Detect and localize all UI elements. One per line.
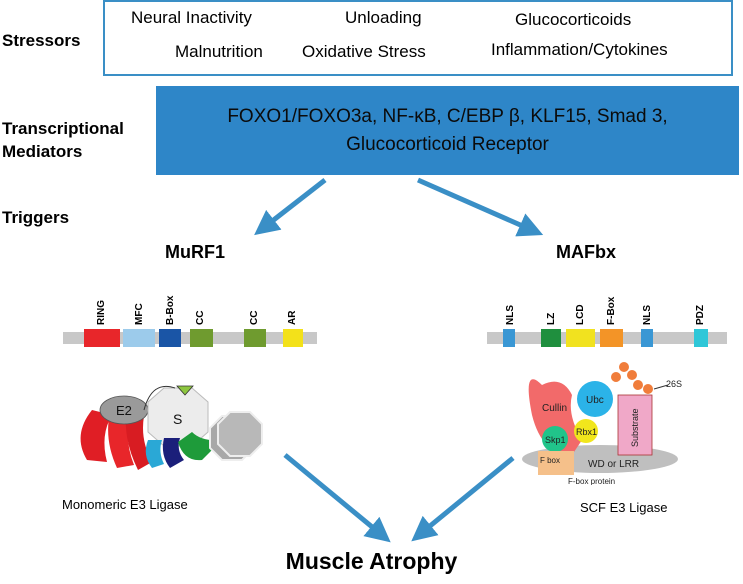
murf1-label-bbox: B-Box xyxy=(165,295,176,325)
transcriptional-mediators-box: FOXO1/FOXO3a, NF-κB, C/EBP β, KLF15, Sma… xyxy=(156,86,739,175)
mafbx-domain-lcd xyxy=(566,329,595,347)
mfc-shape xyxy=(145,440,164,468)
murf1-domain-cc2 xyxy=(244,329,266,347)
stressor-inflammation: Inflammation/Cytokines xyxy=(491,40,668,59)
murf1-domain-ar xyxy=(283,329,303,347)
mafbx-label-nls1: NLS xyxy=(505,305,516,325)
e2-label: E2 xyxy=(116,403,132,418)
mafbx-complex-illustration: Cullin Ubc Rbx1 Skp1 F box WD or LRR Sub… xyxy=(522,362,682,485)
mafbx-title: MAFbx xyxy=(556,242,616,262)
murf1-domain-cc1 xyxy=(190,329,213,347)
mafbx-label-nls2: NLS xyxy=(642,305,653,325)
ub-marker xyxy=(176,385,194,396)
mafbx-label-lcd: LCD xyxy=(575,304,586,325)
mediators-label: Mediators xyxy=(2,142,83,161)
murf1-domain-bbox xyxy=(159,329,181,347)
ub-chain xyxy=(611,362,653,394)
rbx1-shape xyxy=(574,419,598,443)
mafbx-domain-nls2 xyxy=(641,329,653,347)
mafbx-domain-nls1 xyxy=(503,329,515,347)
arrow-murf1-to-atrophy xyxy=(283,453,391,543)
proteasome-label: 26S proteasome xyxy=(666,379,682,389)
triggers-label: Triggers xyxy=(2,208,70,227)
stressor-oxidative-stress: Oxidative Stress xyxy=(302,42,426,61)
skp1-shape xyxy=(542,426,568,452)
stressor-neural-inactivity: Neural Inactivity xyxy=(131,8,252,27)
murf1-domain-ring xyxy=(84,329,120,347)
murf1-domain-mfc xyxy=(123,329,155,347)
stressors-label: Stressors xyxy=(2,31,81,50)
stressor-malnutrition: Malnutrition xyxy=(175,42,263,61)
transcriptional-label: Transcriptional xyxy=(2,119,124,138)
s-label: S xyxy=(173,411,182,427)
murf1-label-cc1: CC xyxy=(195,310,206,325)
murf1-caption: Monomeric E3 Ligase xyxy=(62,497,188,512)
fbox-shape xyxy=(538,451,574,475)
cullin-shape xyxy=(528,379,582,455)
murf1-label-cc2: CC xyxy=(249,310,260,325)
mafbx-domain-pdz xyxy=(694,329,708,347)
arrow-to-murf1 xyxy=(254,178,327,236)
stressors-box: Neural Inactivity Unloading Glucocortico… xyxy=(103,0,733,76)
substrate-label: Substrate xyxy=(630,408,640,447)
fbox-label: F box xyxy=(540,456,560,465)
murf1-label-ar: AR xyxy=(287,310,298,325)
arrow-to-mafbx xyxy=(416,177,544,237)
murf1-title: MuRF1 xyxy=(165,242,225,262)
bbox-shape xyxy=(162,438,184,468)
mafbx-label-fbox: F-Box xyxy=(606,296,617,325)
ring-domain-shape xyxy=(80,410,152,470)
murf1-label-ring: RING xyxy=(96,300,107,325)
mafbx-domain-lz xyxy=(541,329,561,347)
stressor-unloading: Unloading xyxy=(345,8,422,27)
murf1-label-mfc: MFC xyxy=(134,303,145,325)
mediators-line-1: FOXO1/FOXO3a, NF-κB, C/EBP β, KLF15, Sma… xyxy=(227,106,668,127)
mafbx-label-lz: LZ xyxy=(546,312,557,325)
fbox-protein-label: F-box protein xyxy=(568,477,615,485)
proteasome-octagon-2 xyxy=(217,411,263,457)
mafbx-label-pdz: PDZ xyxy=(695,305,706,325)
mafbx-domain-fbox xyxy=(600,329,623,347)
cullin-label: Cullin xyxy=(542,403,567,414)
stressor-glucocorticoids: Glucocorticoids xyxy=(515,10,632,29)
skp1-label: Skp1 xyxy=(545,435,566,445)
mediators-line-2: Glucocorticoid Receptor xyxy=(346,134,549,155)
substrate-shape xyxy=(617,394,653,456)
ubc-shape xyxy=(577,381,613,417)
ubc-label: Ubc xyxy=(586,395,604,406)
wd-label: WD or LRR xyxy=(588,459,639,470)
rbx1-label: Rbx1 xyxy=(576,427,597,437)
muscle-atrophy-label: Muscle Atrophy xyxy=(285,548,458,574)
cc-shape xyxy=(178,432,222,461)
mafbx-caption: SCF E3 Ligase xyxy=(580,500,668,515)
murf1-complex-illustration: E2 S xyxy=(80,385,263,470)
arrow-mafbx-to-atrophy xyxy=(411,456,515,542)
